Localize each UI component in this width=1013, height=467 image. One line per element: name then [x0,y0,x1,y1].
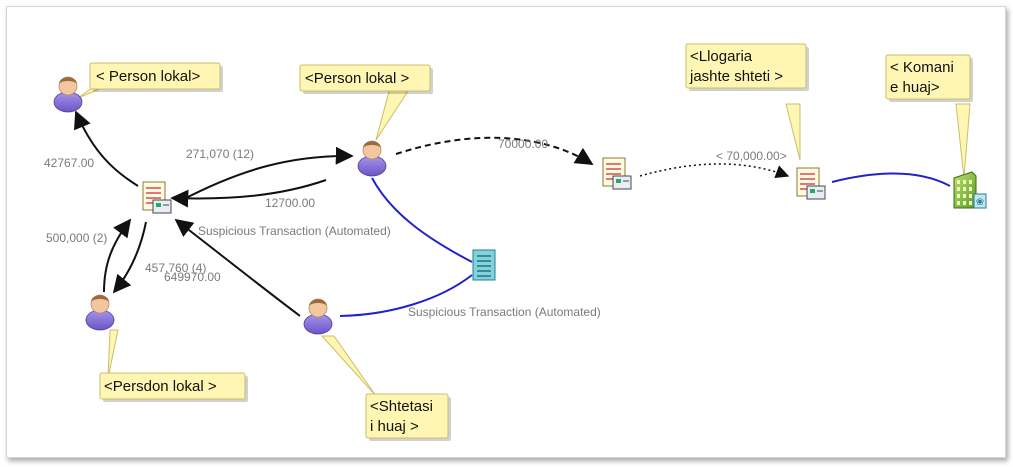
edge-label: 649970.00 [164,270,221,284]
callout-person-bottom-left[interactable]: <Persdon lokal > [99,372,248,402]
edge-label: 12700.00 [265,196,315,210]
link-person-foreign-to-report[interactable] [339,274,473,317]
callouts: < Person lokal> <Person lokal > <Llogari… [89,43,973,441]
person-icon[interactable] [303,298,333,335]
edge-label: 457,760 (4) [145,261,206,275]
callout-company-foreign[interactable]: < Komani e huaj> [885,54,973,102]
callout-account-foreign[interactable]: <Llogaria jashte shteti > [685,43,809,91]
edge-account-to-person-top-left[interactable] [73,110,139,187]
account-document-icon[interactable] [602,157,632,190]
edge-label: 42767.00 [44,156,94,170]
callout-text: e huaj> [890,79,940,96]
entity-label: Suspicious Transaction (Automated) [408,305,601,319]
callout-pointers [77,87,971,397]
edge-person-top-center-to-account[interactable] [170,179,327,208]
account-document-icon[interactable] [142,181,172,214]
callout-text: <Person lokal > [305,70,409,87]
callout-pointer [375,87,411,141]
person-icon[interactable] [357,140,387,177]
callout-text: < Person lokal> [96,68,200,85]
edge-labels: 42767.00 271,070 (12) 12700.00 70000.00 … [44,137,787,319]
entity-label: Suspicious Transaction (Automated) [198,224,391,238]
edge-account-to-person-bottom-left[interactable] [112,221,147,294]
link-account-foreign-to-company[interactable] [831,172,951,187]
callout-text: <Llogaria [690,48,753,65]
callout-text: <Persdon lokal > [104,378,217,395]
edge-account-mid-to-account-foreign[interactable] [639,163,790,179]
person-icon[interactable] [53,76,83,113]
svg-text:❀: ❀ [976,197,984,208]
callout-pointer [785,103,801,161]
callout-person-top-center[interactable]: <Person lokal > [299,64,433,94]
callout-text: < Komani [890,59,954,76]
callout-pointer [320,335,377,397]
report-document-icon[interactable] [472,249,496,281]
edge-label: 70000.00 [498,137,548,151]
edge-account-to-person-top-center[interactable] [181,146,354,201]
edge-label: 271,070 (12) [186,147,254,161]
edge-label: 500,000 (2) [46,231,107,245]
callout-text: i huaj > [370,418,419,435]
callout-person-top-left[interactable]: < Person lokal> [89,62,223,92]
edge-person-bottom-left-to-account[interactable] [103,218,132,293]
edge-person-foreign-to-account[interactable] [174,218,301,317]
nodes: ❀ [53,76,987,335]
edge-person-top-center-to-account-mid[interactable] [395,136,594,165]
account-document-icon[interactable] [796,167,826,200]
callout-pointer [955,103,971,179]
callout-text: jashte shteti > [689,68,783,85]
person-icon[interactable] [85,294,115,331]
building-icon[interactable]: ❀ [953,171,987,209]
edges [73,110,951,317]
edge-label: < 70,000.00> [716,149,787,163]
link-person-top-center-to-report[interactable] [371,177,473,263]
callout-pointer [107,329,119,379]
callout-person-foreign[interactable]: <Shtetasi i huaj > [365,393,451,441]
callout-text: <Shtetasi [370,398,433,415]
